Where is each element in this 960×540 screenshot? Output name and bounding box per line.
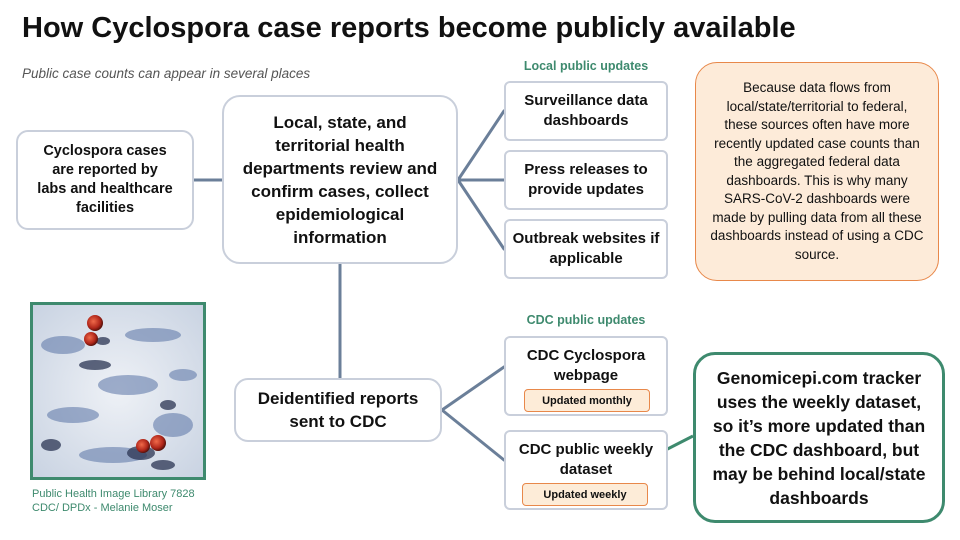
local-item-outbreak: Outbreak websites if applicable [504, 219, 668, 279]
connector-deidentified-to-webpage [440, 365, 506, 412]
local-updates-label: Local public updates [523, 59, 649, 73]
node-cases-reported: Cyclospora cases are reported by labs an… [16, 130, 194, 230]
image-credit: Public Health Image Library 7828 CDC/ DP… [32, 487, 195, 515]
connector-departments-to-surveillance [456, 109, 506, 182]
cdc-webpage-text: CDC Cyclospora webpage [526, 347, 646, 384]
node-health-departments: Local, state, and territorial health dep… [222, 95, 458, 264]
image-credit-line2: CDC/ DPDx - Melanie Moser [32, 502, 173, 514]
node-deidentified-text: Deidentified reports sent to CDC [257, 389, 419, 431]
node-health-departments-text: Local, state, and territorial health dep… [242, 112, 438, 247]
local-item-surveillance-text: Surveillance data dashboards [524, 92, 648, 129]
page-title: How Cyclospora case reports become publi… [22, 12, 796, 44]
node-cases-reported-text: Cyclospora cases are reported by labs an… [37, 143, 173, 216]
local-item-press-text: Press releases to provide updates [524, 161, 648, 198]
cdc-dataset-text: CDC public weekly dataset [518, 441, 654, 478]
genomicepi-note: Genomicepi.com tracker uses the weekly d… [693, 352, 945, 523]
data-flow-note-text: Because data flows from local/state/terr… [710, 80, 924, 262]
cyclospora-micrograph [30, 302, 206, 480]
local-item-surveillance: Surveillance data dashboards [504, 81, 668, 141]
micrograph-image [33, 305, 203, 477]
genomicepi-note-text: Genomicepi.com tracker uses the weekly d… [712, 367, 926, 508]
cdc-dataset-badge: Updated weekly [522, 483, 648, 506]
data-flow-note: Because data flows from local/state/terr… [695, 62, 939, 281]
connector-deidentified-to-dataset [440, 408, 506, 462]
cdc-webpage-badge: Updated monthly [524, 389, 650, 412]
connector-departments-to-outbreak [456, 178, 506, 251]
local-item-press: Press releases to provide updates [504, 150, 668, 210]
node-deidentified: Deidentified reports sent to CDC [234, 378, 442, 442]
cdc-updates-label: CDC public updates [526, 313, 646, 327]
local-item-outbreak-text: Outbreak websites if applicable [512, 230, 660, 267]
page-subtitle: Public case counts can appear in several… [22, 66, 311, 81]
image-credit-line1: Public Health Image Library 7828 [32, 488, 195, 500]
